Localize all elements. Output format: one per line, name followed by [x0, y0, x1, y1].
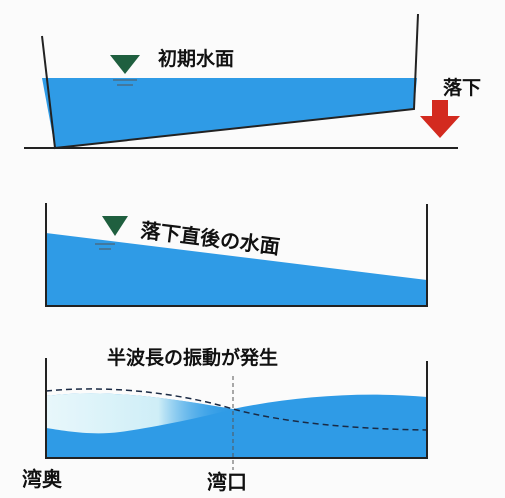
- panel-after-drop: [45, 203, 428, 307]
- oscillation-dashed-surface: [45, 388, 428, 431]
- bay-mouth-label: 湾口: [207, 470, 247, 494]
- panel-initial: [24, 13, 460, 150]
- after-drop-water: [46, 233, 427, 306]
- oscillation-label: 半波長の振動が発生: [107, 347, 279, 369]
- basin-walls-3: [45, 358, 428, 459]
- initial-surface-label: 初期水面: [158, 48, 235, 70]
- down-arrow-icon: [420, 100, 460, 138]
- basin-walls-2: [45, 203, 428, 307]
- water-level-triangle-icon-2: [102, 216, 128, 236]
- oscillation-light-water: [46, 393, 233, 434]
- drop-label: 落下: [443, 77, 482, 99]
- initial-water: [42, 78, 417, 148]
- water-level-triangle-icon: [110, 55, 140, 74]
- bay-inner-label: 湾奥: [22, 467, 62, 491]
- panel-oscillation: [45, 358, 428, 470]
- tilted-basin-walls: [41, 13, 419, 150]
